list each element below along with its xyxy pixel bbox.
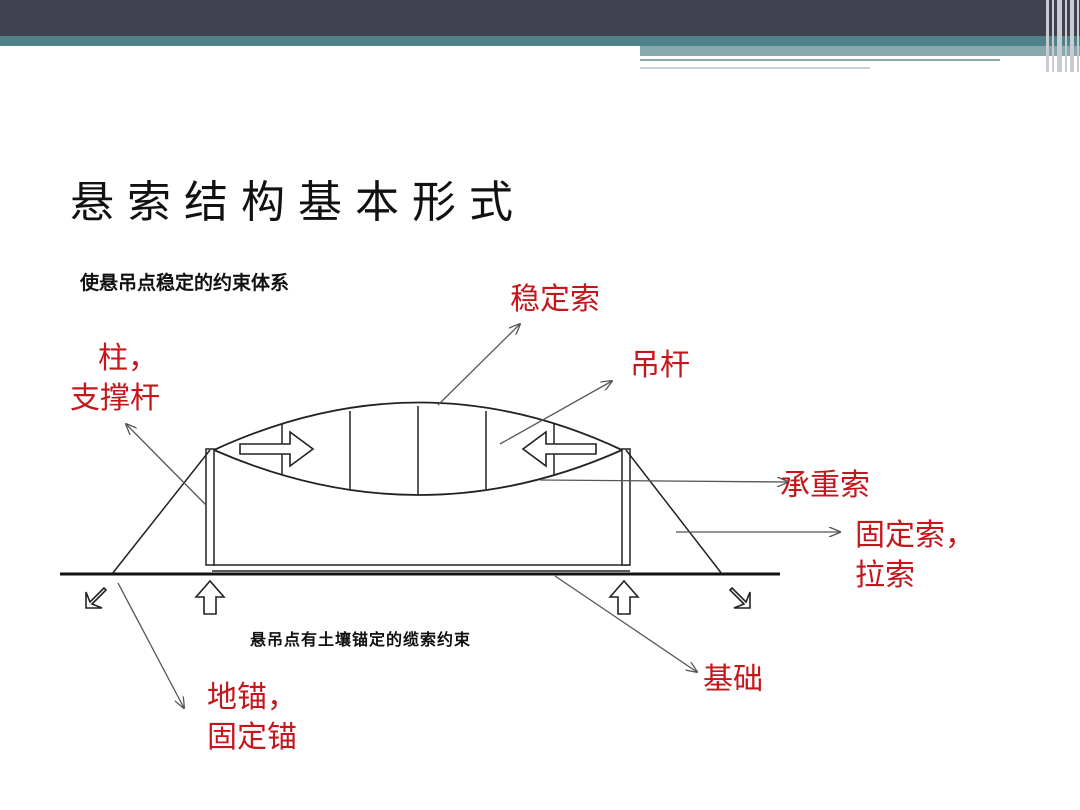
- header-accent-bar: [0, 36, 1080, 46]
- header-bar: [0, 0, 1080, 36]
- support-arrow-left: [194, 579, 226, 615]
- header-rule-2: [640, 67, 870, 69]
- label-tie-cable-line1: 固定索，: [855, 518, 975, 553]
- label-anchor-line1: 地锚，: [207, 680, 297, 715]
- horizontal-arrow-right: [521, 430, 597, 468]
- leader-lines: [117, 324, 840, 708]
- load-cable: [213, 449, 623, 496]
- label-tie-cable-line2: 拉索: [855, 558, 915, 593]
- anchor-arrow-right: [728, 586, 751, 609]
- label-column: 柱， 支撑杆: [70, 339, 160, 419]
- stabilizing-cable: [213, 401, 623, 451]
- label-tie-cable: 固定索， 拉索: [855, 516, 975, 596]
- label-anchor: 地锚， 固定锚: [207, 678, 297, 758]
- label-column-line1: 柱，: [98, 341, 158, 376]
- support-arrow-right: [608, 579, 640, 615]
- column-left: [205, 448, 215, 566]
- label-foundation: 基础: [703, 662, 763, 697]
- header-accent-bar-right: [640, 46, 1080, 56]
- horizontal-arrow-left: [239, 430, 315, 468]
- column-right: [621, 448, 631, 566]
- label-load-cable: 承重索: [780, 468, 870, 503]
- header-rule-1: [640, 59, 1000, 61]
- label-column-line2: 支撑杆: [70, 381, 160, 416]
- slide-title: 悬索结构基本形式: [70, 177, 526, 228]
- label-stabilizing-cable: 稳定索: [510, 282, 600, 317]
- hangers: [281, 406, 555, 495]
- tie-cables: [111, 449, 723, 575]
- label-hanger: 吊杆: [630, 348, 690, 383]
- header-stripes: [1046, 0, 1080, 72]
- label-anchor-line2: 固定锚: [207, 720, 297, 755]
- foundation-beam: [212, 564, 630, 572]
- anchor-arrow-left: [85, 586, 108, 609]
- top-caption: 使悬吊点稳定的约束体系: [80, 272, 290, 294]
- bottom-caption: 悬吊点有土壤锚定的缆索约束: [250, 630, 472, 649]
